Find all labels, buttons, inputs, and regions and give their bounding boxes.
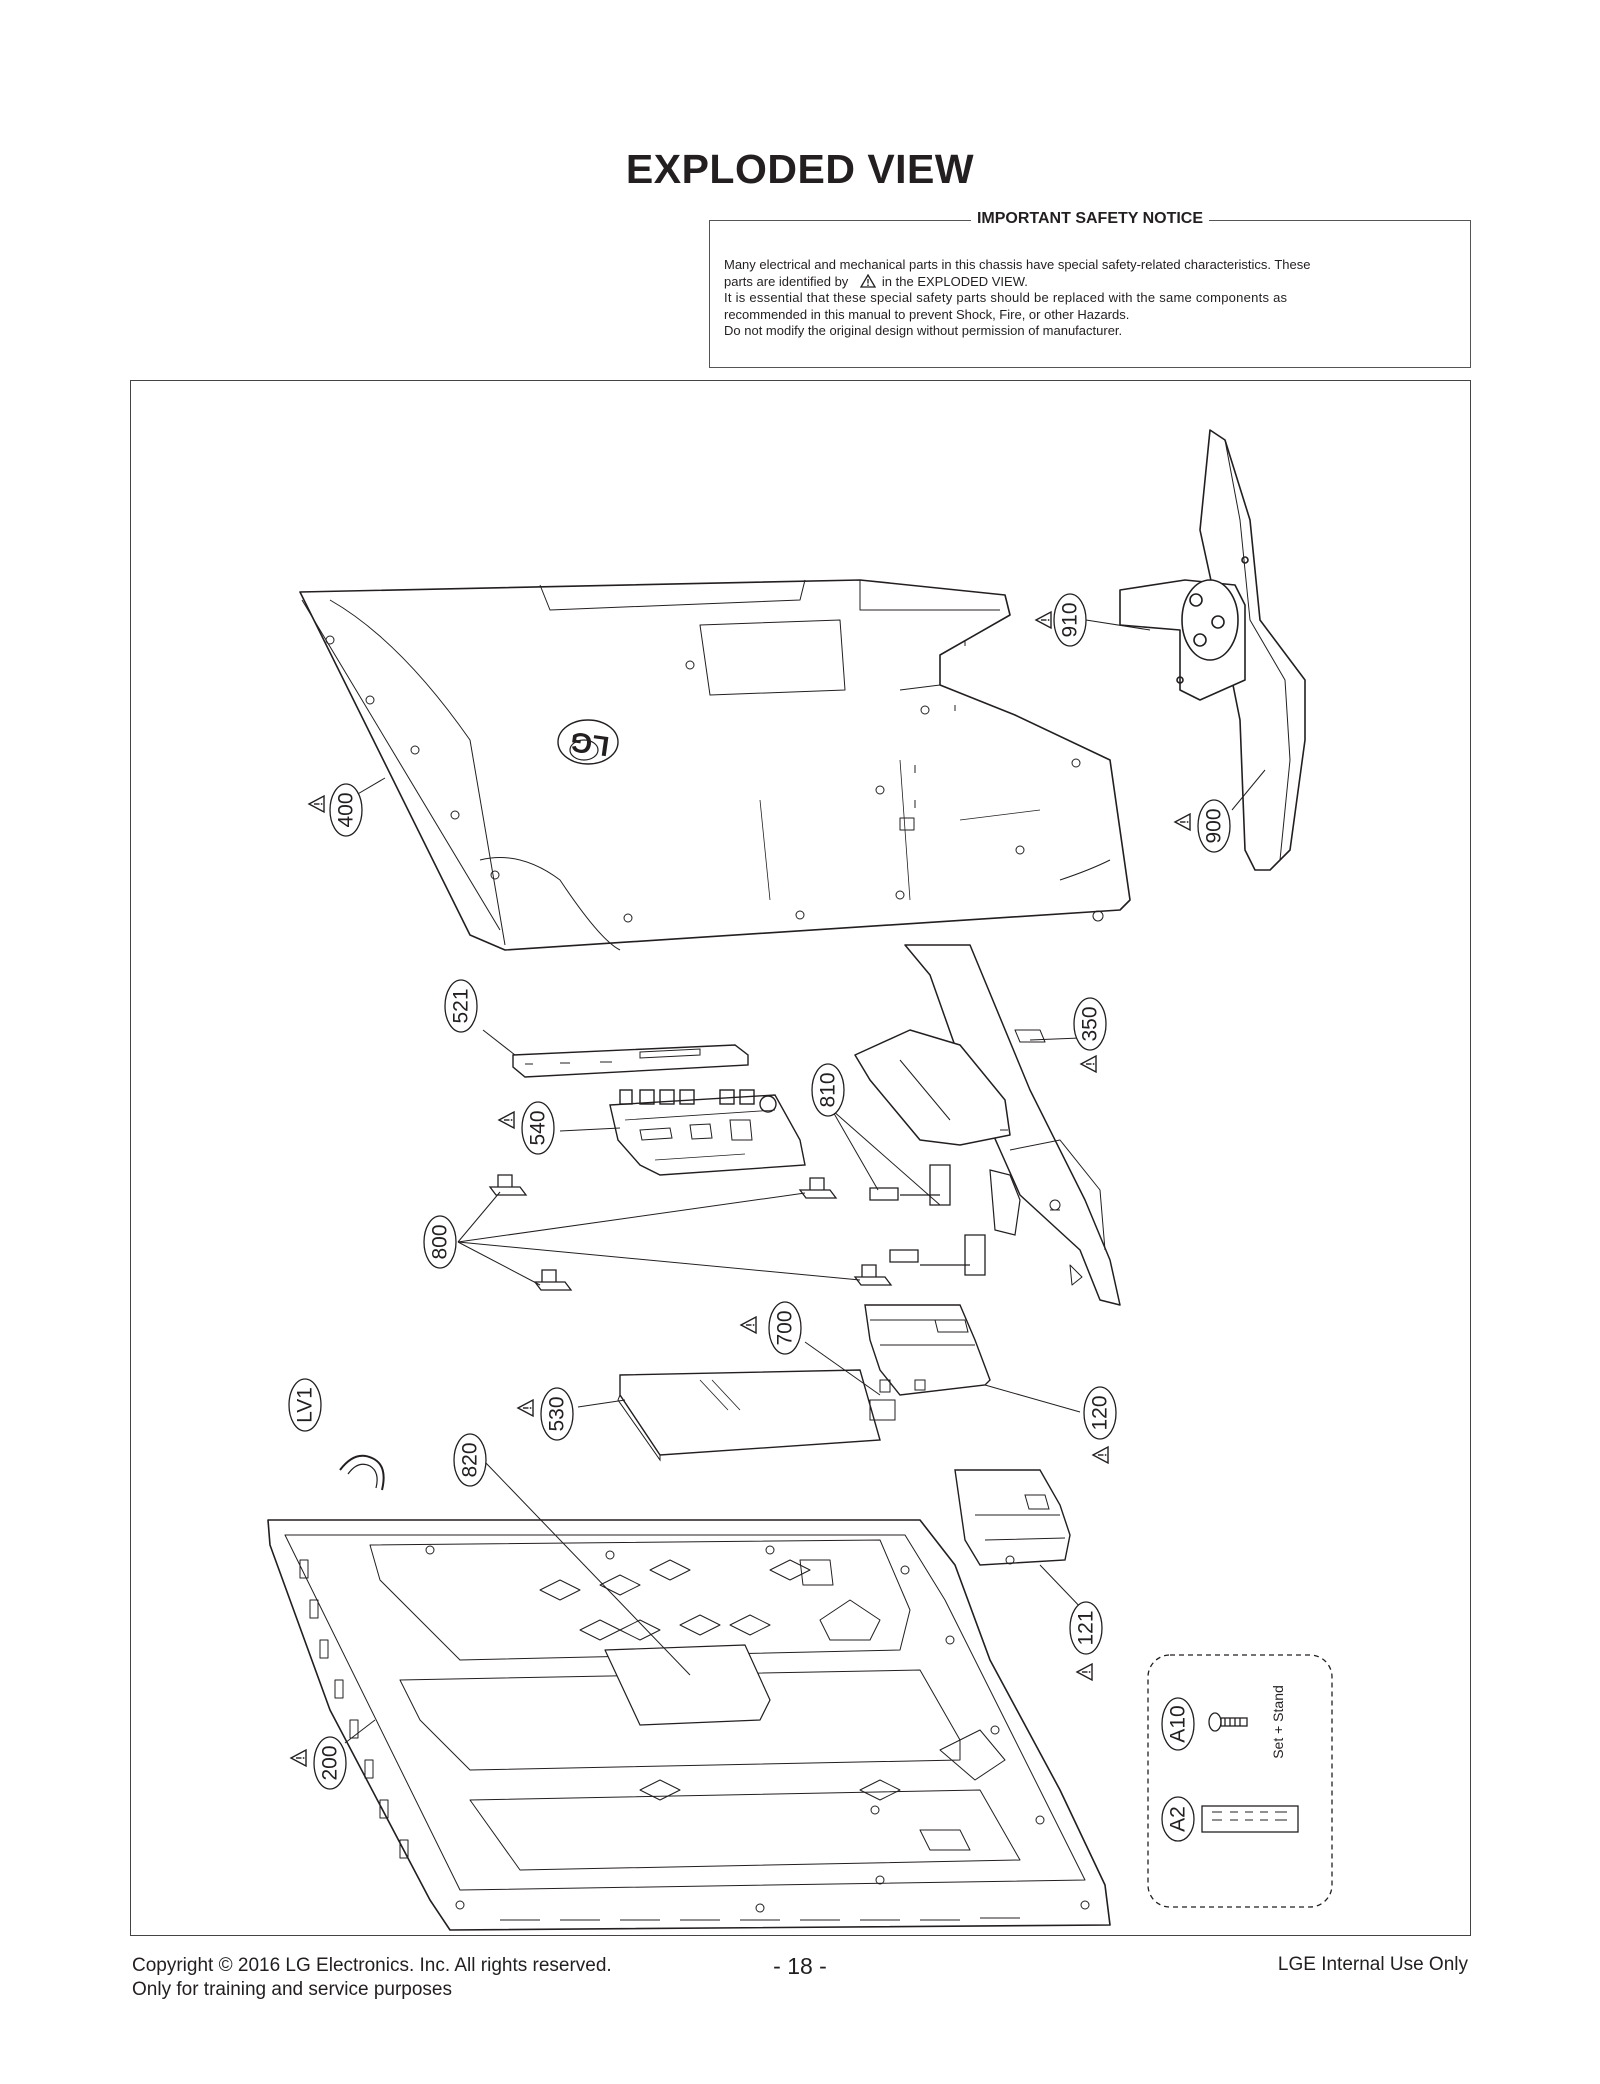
notice-line: recommended in this manual to prevent Sh… (724, 306, 1130, 322)
purpose-text: Only for training and service purposes (132, 1979, 452, 2000)
part-label-lv1: LV1 (294, 1387, 317, 1423)
callout-121: 121 (1069, 1601, 1103, 1655)
board-supports (488, 1164, 1021, 1291)
part-label-a2: A2 (1167, 1806, 1190, 1832)
safety-notice-box: IMPORTANT SAFETY NOTICE Many electrical … (709, 210, 1471, 368)
accessory-box (1147, 1654, 1333, 1908)
leader-lines (344, 619, 1266, 1744)
notice-line: Many electrical and mechanical parts in … (724, 257, 1311, 272)
warning-triangle-icon (1035, 611, 1052, 629)
front-frame (267, 1519, 1111, 1931)
power-pcb (617, 1369, 896, 1462)
callout-800: 800 (423, 1215, 457, 1269)
ir-board (512, 1044, 749, 1078)
callout-200: 200 (313, 1736, 347, 1790)
part-label-820: 820 (459, 1442, 482, 1477)
part-label-a10: A10 (1167, 1705, 1190, 1742)
notice-line: Do not modify the original design withou… (724, 323, 1123, 338)
page-number: - 18 - (773, 1953, 827, 1979)
warning-triangle-icon (290, 1749, 307, 1767)
page-title: EXPLODED VIEW (625, 146, 975, 192)
callout-521: 521 (444, 979, 478, 1033)
part-label-900: 900 (1203, 808, 1226, 843)
part-label-530: 530 (546, 1396, 569, 1431)
callout-a10: A10 (1161, 1697, 1195, 1751)
warning-triangle-icon (859, 273, 877, 288)
callout-lv1: LV1 (288, 1378, 322, 1432)
copyright-text: Copyright © 2016 LG Electronics. Inc. Al… (132, 1955, 612, 1976)
callout-810: 810 (811, 1063, 845, 1117)
diagram-frame (130, 380, 1471, 1936)
accessory-note: Set + Stand (1270, 1685, 1286, 1759)
stand-base (1119, 429, 1306, 871)
part-label-810: 810 (817, 1072, 840, 1107)
warning-triangle-icon (1076, 1663, 1093, 1681)
footer-copyright: Copyright © 2016 LG Electronics. Inc. Al… (132, 1954, 612, 2002)
part-labels: 400 910 900 521 350 540 810 800 (288, 593, 1286, 1842)
part-label-121: 121 (1075, 1610, 1098, 1645)
part-label-400: 400 (335, 792, 358, 827)
notice-line: It is essential that these special safet… (724, 290, 1288, 305)
safety-notice-body: Many electrical and mechanical parts in … (724, 257, 1456, 340)
warning-triangle-icon (740, 1316, 757, 1334)
frame-bracket (854, 944, 1121, 1306)
part-label-120: 120 (1089, 1395, 1112, 1430)
part-label-910: 910 (1059, 602, 1082, 637)
callout-400: 400 (329, 783, 363, 837)
callout-820: 820 (453, 1433, 487, 1487)
part-label-350: 350 (1079, 1006, 1102, 1041)
callout-910: 910 (1053, 593, 1087, 647)
part-label-800: 800 (429, 1224, 452, 1259)
remote-a2 (1201, 1805, 1299, 1833)
screw-a10 (1208, 1712, 1248, 1732)
warning-triangle-icon (1080, 1055, 1097, 1073)
warning-triangle-icon (498, 1111, 515, 1129)
lv1-cable (339, 1454, 385, 1491)
callout-350: 350 (1073, 997, 1107, 1051)
warning-triangle-icon (1092, 1446, 1109, 1464)
callout-a2: A2 (1161, 1796, 1195, 1842)
callout-900: 900 (1197, 799, 1231, 853)
callout-540: 540 (521, 1101, 555, 1155)
part-label-521: 521 (450, 988, 473, 1023)
part-label-200: 200 (319, 1745, 342, 1780)
notice-line: parts are identified by in the EXPLODED … (724, 273, 1028, 289)
main-board (609, 1089, 806, 1176)
callout-530: 530 (540, 1387, 574, 1441)
side-bracket (954, 1469, 1071, 1566)
warning-triangle-icon (308, 795, 325, 813)
power-assembly (864, 1304, 991, 1396)
logo-lg: LG (568, 726, 611, 762)
safety-notice-heading: IMPORTANT SAFETY NOTICE (970, 210, 1210, 227)
part-label-700: 700 (774, 1310, 797, 1345)
part-label-540: 540 (527, 1110, 550, 1145)
callout-700: 700 (768, 1301, 802, 1355)
back-cover (299, 579, 1131, 951)
warning-triangle-icon (517, 1399, 534, 1417)
footer-internal: LGE Internal Use Only (1277, 1954, 1468, 1975)
warning-triangle-icon (1174, 813, 1191, 831)
callout-120: 120 (1083, 1386, 1117, 1440)
